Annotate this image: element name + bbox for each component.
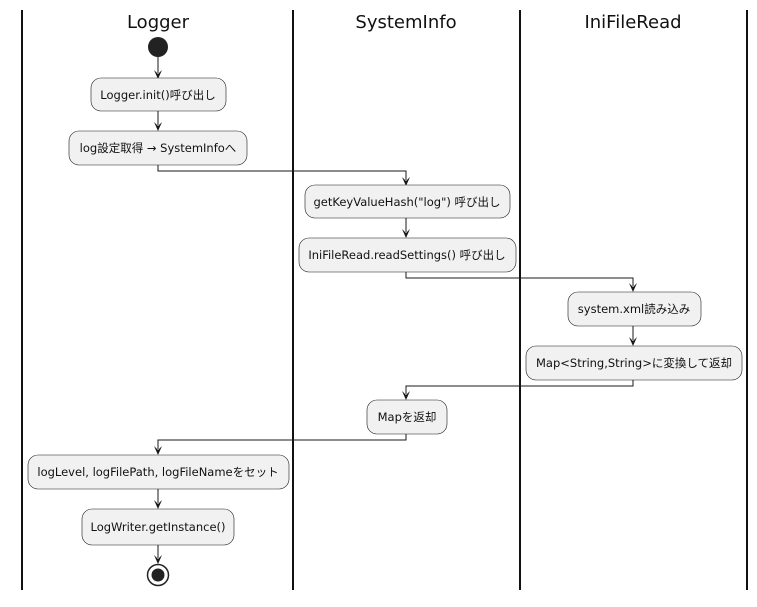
- edges: [154, 57, 637, 564]
- node-box: [304, 184, 511, 219]
- arrowhead: [154, 446, 162, 455]
- edge-retmap-setvals: [157, 434, 407, 449]
- arrowhead: [154, 70, 162, 79]
- node-label: getKeyValueHash("log") 呼び出し: [313, 195, 500, 209]
- arrowhead: [154, 500, 162, 509]
- arrowhead: [629, 337, 637, 346]
- node-label: logLevel, logFilePath, logFileNameをセット: [37, 465, 278, 479]
- end-node: [146, 563, 170, 587]
- activity-node-readxml: system.xml読み込み: [567, 291, 702, 327]
- start-node: [148, 37, 168, 57]
- node-label: IniFileRead.readSettings() 呼び出し: [308, 248, 505, 262]
- arrowhead: [402, 391, 410, 400]
- edge-logcfg-getkv: [157, 165, 407, 180]
- activity-node-readsettings: IniFileRead.readSettings() 呼び出し: [298, 237, 517, 273]
- node-label: LogWriter.getInstance(): [90, 520, 225, 534]
- node-label: Map<String,String>に変換して返却: [536, 356, 732, 370]
- activity-node-tomap: Map<String,String>に変換して返却: [525, 345, 743, 381]
- node-box: [27, 454, 290, 490]
- activity-node-retmap: Mapを返却: [366, 399, 448, 435]
- lane-title-systeminfo: SystemInfo: [355, 12, 456, 33]
- edge-tomap-retmap: [405, 380, 634, 394]
- node-box: [298, 237, 517, 273]
- activity-node-logcfg: log設定取得 → SystemInfoへ: [68, 130, 248, 166]
- node-box: [525, 345, 743, 381]
- node-box: [68, 130, 248, 166]
- node-box: [81, 508, 235, 546]
- arrowhead: [154, 122, 162, 131]
- activity-node-getkv: getKeyValueHash("log") 呼び出し: [304, 184, 511, 219]
- node-box: [90, 77, 227, 112]
- node-label: log設定取得 → SystemInfoへ: [80, 141, 237, 155]
- arrowhead: [402, 229, 410, 238]
- node-label: system.xml読み込み: [578, 302, 690, 316]
- lane-title-inifileread: IniFileRead: [584, 12, 681, 33]
- edge-readsettings-readxml: [405, 272, 634, 286]
- end-node-dot: [151, 568, 165, 582]
- arrowhead: [629, 283, 637, 292]
- lane-title-logger: Logger: [127, 12, 190, 33]
- node-box: [366, 399, 448, 435]
- activity-node-getinst: LogWriter.getInstance(): [81, 508, 235, 546]
- arrowhead: [154, 555, 162, 564]
- activity-node-init: Logger.init()呼び出し: [90, 77, 227, 112]
- node-box: [567, 291, 702, 327]
- node-label: Mapを返却: [378, 410, 437, 424]
- node-label: Logger.init()呼び出し: [100, 88, 215, 102]
- arrowhead: [402, 177, 410, 186]
- activity-node-setvals: logLevel, logFilePath, logFileNameをセット: [27, 454, 290, 490]
